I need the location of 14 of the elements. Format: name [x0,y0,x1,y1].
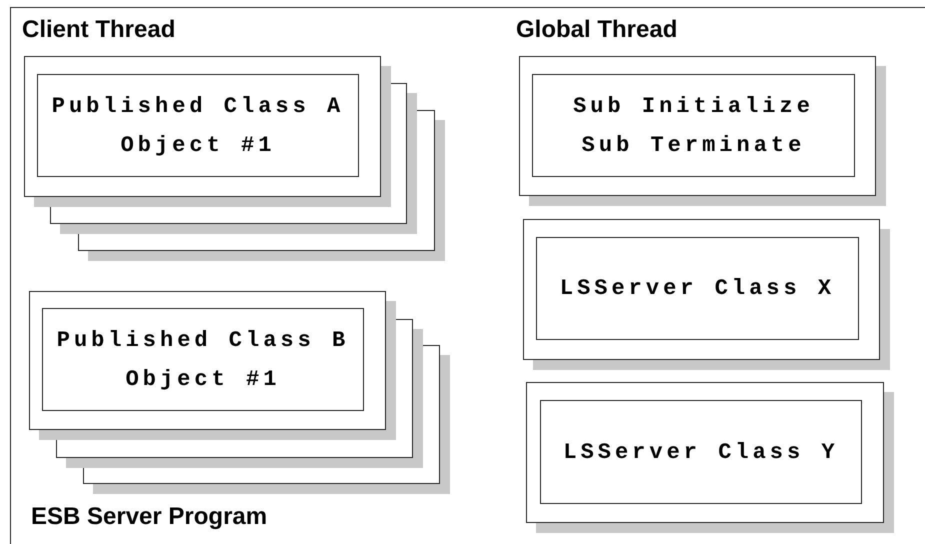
class-name-text: Published Class A Object #1 [50,92,346,160]
column-heading: Global Thread [516,16,678,44]
column-heading: Client Thread [22,16,176,44]
frame-title: ESB Server Program [31,503,268,531]
program-frame [10,7,925,544]
class-name-text: LSServer Class X [560,275,836,303]
class-box [532,74,855,177]
class-name-text: Sub Initialize Sub Terminate [572,92,815,160]
class-box [42,308,364,411]
class-name-text: LSServer Class Y [563,438,839,466]
class-box [37,74,359,177]
class-box [540,400,862,504]
class-box [536,237,859,340]
class-name-text: Published Class B Object #1 [56,326,350,394]
